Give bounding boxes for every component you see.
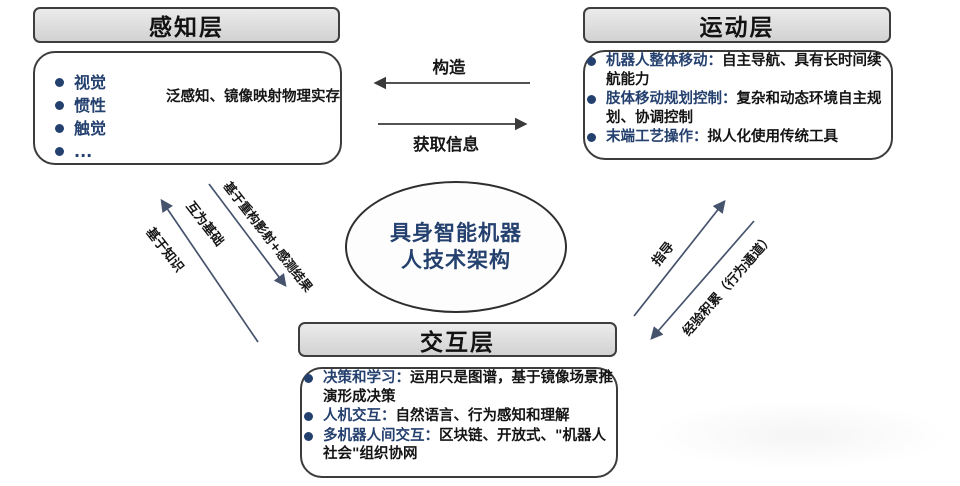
bullet-icon xyxy=(55,101,64,110)
sense-label: ... xyxy=(74,142,93,161)
bullet-icon xyxy=(304,412,313,421)
bullet-lead: 末端工艺操作： xyxy=(606,129,708,145)
bullet-lead: 多机器人间交互： xyxy=(323,427,439,444)
arrow-guidance xyxy=(633,199,726,317)
label-acquire-info: 获取信息 xyxy=(413,135,479,154)
bullet-text: 拟人化使用传统工具 xyxy=(707,129,839,145)
label-construct: 构造 xyxy=(432,58,466,77)
motion-bullet-list: 机器人整体移动：自主导航、具有长时间续航能力 肢体移动规划控制：复杂和动态环境自… xyxy=(585,52,891,147)
list-item: 触觉 xyxy=(53,117,106,140)
sense-label: 惯性 xyxy=(74,96,107,115)
interaction-bullet-list: 决策和学习：运用只是图谱，基于镜像场景推演形成决策 人机交互：自然语言、行为感知… xyxy=(302,369,616,464)
perception-layer-box: 视觉 惯性 触觉 ... 泛感知、镜像映射物理实存 xyxy=(33,51,342,165)
bullet-text: 区块链、开放式、"机器人社会"组织协网 xyxy=(323,427,607,463)
center-title-line2: 人技术架构 xyxy=(401,248,511,272)
watermark-smudge xyxy=(650,400,950,470)
bullet-text: 运用只是图谱，基于镜像场景推演形成决策 xyxy=(323,370,613,405)
perception-layer-title: 感知层 xyxy=(149,15,224,41)
bullet-text: 自然语言、行为感知和理解 xyxy=(395,408,570,424)
bullet-icon xyxy=(587,57,596,66)
perception-sense-list: 视觉 惯性 触觉 ... xyxy=(53,71,106,163)
sense-label: 触觉 xyxy=(74,119,107,138)
interaction-layer-title: 交互层 xyxy=(420,329,495,356)
list-item: 决策和学习：运用只是图谱，基于镜像场景推演形成决策 xyxy=(302,369,616,406)
motion-layer-box: 机器人整体移动：自主导航、具有长时间续航能力 肢体移动规划控制：复杂和动态环境自… xyxy=(583,50,893,160)
list-item: 肢体移动规划控制：复杂和动态环境自主规划、协调控制 xyxy=(585,90,891,127)
list-item: 惯性 xyxy=(53,94,106,117)
list-item: 人机交互：自然语言、行为感知和理解 xyxy=(302,407,616,426)
arrow-experience xyxy=(650,220,755,340)
center-title-line1: 具身智能机器 xyxy=(390,221,522,245)
list-item: 视觉 xyxy=(53,71,106,94)
center-architecture-ellipse: 具身智能机器 人技术架构 xyxy=(345,181,567,313)
arrow-reconstruct xyxy=(208,183,287,288)
bullet-lead: 人机交互： xyxy=(323,408,396,424)
interaction-layer-box: 决策和学习：运用只是图谱，基于镜像场景推演形成决策 人机交互：自然语言、行为感知… xyxy=(300,367,618,478)
bullet-lead: 机器人整体移动： xyxy=(606,53,722,69)
bullet-icon xyxy=(55,147,64,156)
sense-label: 视觉 xyxy=(74,73,107,92)
perception-description: 泛感知、镜像映射物理实存 xyxy=(166,89,340,105)
bullet-icon xyxy=(304,431,313,441)
bullet-lead: 决策和学习： xyxy=(323,370,410,386)
bullet-text: 复杂和动态环境自主规划、协调控制 xyxy=(606,91,882,126)
arrow-knowledge-based xyxy=(160,198,259,343)
bullet-icon xyxy=(55,78,64,87)
bullet-text: 自主导航、具有长时间续航能力 xyxy=(606,53,882,88)
list-item: 末端工艺操作：拟人化使用传统工具 xyxy=(585,128,891,147)
interaction-layer-header: 交互层 xyxy=(298,322,617,357)
motion-layer-header: 运动层 xyxy=(583,7,891,43)
motion-layer-title: 运动层 xyxy=(699,15,775,41)
perception-layer-header: 感知层 xyxy=(33,7,340,43)
list-item: 多机器人间交互：区块链、开放式、"机器人社会"组织协网 xyxy=(302,427,616,464)
list-item: 机器人整体移动：自主导航、具有长时间续航能力 xyxy=(585,52,891,89)
bullet-icon xyxy=(55,124,64,133)
bullet-icon xyxy=(587,133,596,142)
bullet-icon xyxy=(304,374,313,383)
list-item: ... xyxy=(53,140,106,163)
bullet-lead: 肢体移动规划控制： xyxy=(606,91,737,107)
bullet-icon xyxy=(587,95,596,104)
